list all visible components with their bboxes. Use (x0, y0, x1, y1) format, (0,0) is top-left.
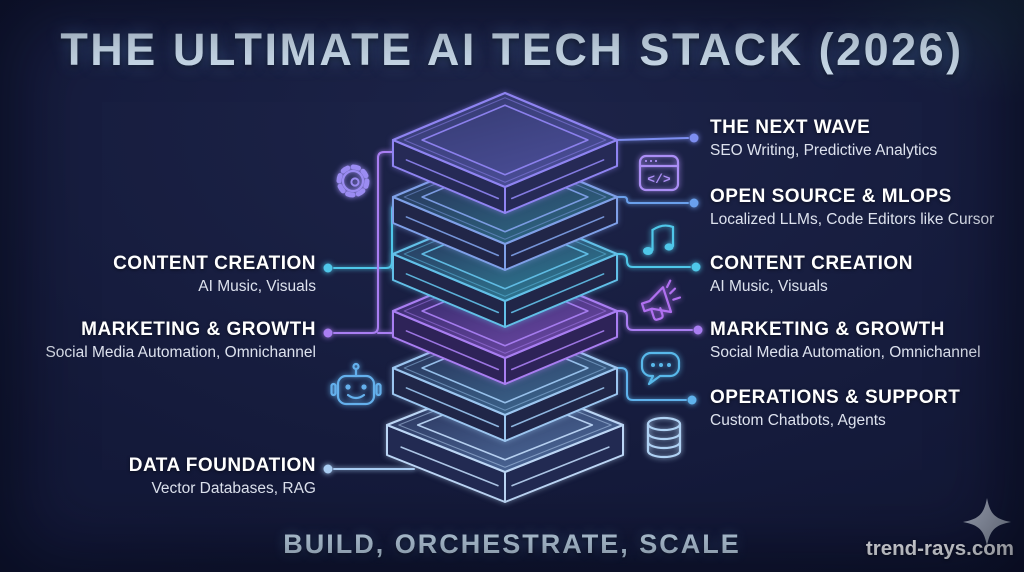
label-title: MARKETING & GROWTH (710, 319, 945, 340)
label-subtitle: Localized LLMs, Code Editors like Cursor (710, 211, 995, 228)
label-data-foundation: DATA FOUNDATION Vector Databases, RAG (36, 455, 316, 499)
tagline: BUILD, ORCHESTRATE, SCALE (283, 529, 741, 559)
label-title: OPEN SOURCE & MLOPS (710, 186, 952, 207)
watermark: trend-rays.com (865, 537, 1014, 560)
label-title: DATA FOUNDATION (128, 455, 316, 476)
isometric-stack (385, 91, 625, 503)
label-operations-support: OPERATIONS & SUPPORT Custom Chatbots, Ag… (710, 387, 1020, 431)
music-note-icon (643, 224, 675, 255)
megaphone-icon (640, 279, 682, 321)
robot-icon (330, 362, 382, 406)
label-content-creation-left: CONTENT CREATION AI Music, Visuals (36, 253, 316, 297)
label-title: OPERATIONS & SUPPORT (710, 387, 961, 408)
gear-icon (336, 164, 370, 198)
chat-bubble-icon (640, 351, 681, 386)
label-subtitle: AI Music, Visuals (710, 278, 828, 295)
stack-layer (391, 91, 619, 214)
label-open-source-mlops: OPEN SOURCE & MLOPS Localized LLMs, Code… (710, 186, 1020, 230)
label-marketing-growth-right: MARKETING & GROWTH Social Media Automati… (710, 319, 1020, 363)
label-marketing-growth-left: MARKETING & GROWTH Social Media Automati… (36, 319, 316, 363)
page-title: THE ULTIMATE AI TECH STACK (2026) (60, 24, 964, 75)
label-subtitle: Vector Databases, RAG (151, 480, 316, 497)
label-title: THE NEXT WAVE (710, 117, 871, 138)
label-subtitle: Custom Chatbots, Agents (710, 412, 886, 429)
label-next-wave: THE NEXT WAVE SEO Writing, Predictive An… (710, 117, 1020, 161)
label-subtitle: AI Music, Visuals (198, 278, 316, 295)
label-content-creation-right: CONTENT CREATION AI Music, Visuals (710, 253, 1020, 297)
label-title: CONTENT CREATION (113, 253, 316, 274)
label-subtitle: SEO Writing, Predictive Analytics (710, 142, 938, 159)
label-title: CONTENT CREATION (710, 253, 913, 274)
svg-text:</>: </> (647, 172, 671, 187)
label-title: MARKETING & GROWTH (81, 319, 316, 340)
code-editor-icon: </> (638, 154, 680, 192)
sparkle-icon (963, 498, 1011, 546)
database-icon (646, 416, 682, 459)
label-subtitle: Social Media Automation, Omnichannel (45, 344, 316, 361)
label-subtitle: Social Media Automation, Omnichannel (710, 344, 981, 361)
